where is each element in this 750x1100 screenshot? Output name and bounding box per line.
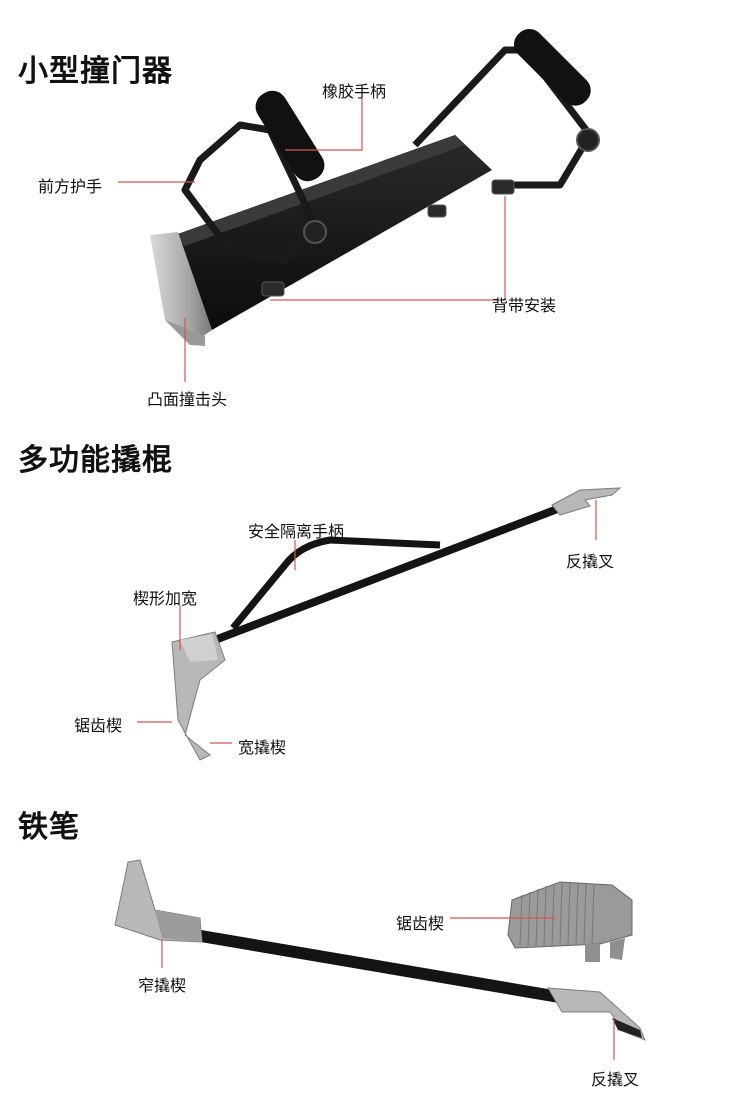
label-saw-wedge-pen: 锯齿楔 <box>396 914 445 933</box>
label-reverse-fork-pen: 反撬叉 <box>591 1070 640 1089</box>
label-wide-wedge: 宽撬楔 <box>238 738 287 757</box>
label-reverse-fork: 反撬叉 <box>566 552 615 571</box>
label-safety-handle: 安全隔离手柄 <box>248 522 345 541</box>
label-narrow-wedge: 窄撬楔 <box>138 976 187 995</box>
label-strap-mount: 背带安装 <box>492 296 557 315</box>
battering-ram-image <box>118 28 600 382</box>
label-rubber-handle: 橡胶手柄 <box>322 82 387 101</box>
label-front-guard: 前方护手 <box>38 177 103 196</box>
label-convex-head: 凸面撞击头 <box>147 390 228 409</box>
label-wedge-widen: 楔形加宽 <box>133 589 198 608</box>
pry-bar-image <box>137 487 622 761</box>
section-title-pry-bar: 多功能撬棍 <box>18 443 173 478</box>
section-title-halligan: 铁笔 <box>18 810 80 845</box>
section-title-battering-ram: 小型撞门器 <box>18 54 173 89</box>
label-saw-wedge: 锯齿楔 <box>74 716 123 735</box>
